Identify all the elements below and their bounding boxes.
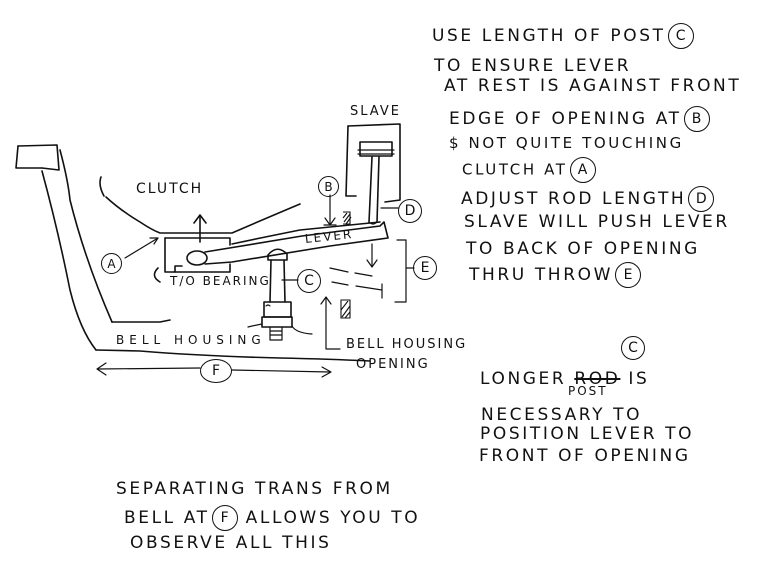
struck-word: ROD: [574, 369, 621, 389]
note-line-3: AT REST IS AGAINST FRONT: [444, 76, 742, 96]
ref-a: A: [569, 157, 596, 183]
bell-housing-wall: [15, 144, 371, 362]
footer-line-1: SEPARATING TRANS FROM: [116, 479, 393, 499]
callout-a: A: [101, 253, 122, 274]
to-bearing-label: T/O BEARING: [170, 274, 271, 288]
bell-housing-opening-label-line1: BELL HOUSING: [346, 337, 468, 352]
slave-cylinder: [345, 123, 401, 225]
lever: [204, 221, 389, 265]
callout-b: B: [318, 176, 339, 197]
secondary-ref-c: C: [621, 336, 645, 360]
secondary-line-1: LONGER ROD IS: [480, 369, 650, 389]
callout-d: D: [398, 199, 422, 223]
callout-e: E: [413, 256, 437, 280]
clutch-label: CLUTCH: [136, 181, 204, 197]
callout-f-dimension: [96, 362, 332, 378]
ref-e: E: [615, 262, 641, 288]
slave-label: SLAVE: [350, 104, 401, 119]
clutch-outline: [99, 176, 301, 234]
callout-c: C: [297, 269, 321, 293]
ref-b: B: [683, 106, 710, 132]
lever-throw-dashes: [329, 267, 383, 299]
ref-f: F: [211, 505, 238, 531]
callout-a-arrow: [124, 237, 159, 259]
callout-f: F: [200, 359, 232, 383]
note-line-9: TO BACK OF OPENING: [466, 239, 700, 259]
bell-housing-opening-label-line2: OPENING: [356, 357, 430, 372]
bell-housing-opening-arrow: [320, 296, 341, 350]
ref-c: C: [667, 23, 694, 49]
note-line-5: $ NOT QUITE TOUCHING: [449, 134, 684, 152]
adjustment-post: [247, 248, 313, 341]
secondary-line-3: POSITION LEVER TO: [480, 424, 695, 444]
secondary-line-4: FRONT OF OPENING: [479, 446, 691, 466]
footer-line-3: OBSERVE ALL THIS: [130, 533, 332, 553]
throwout-bearing: [153, 237, 231, 283]
bell-housing-label: BELL HOUSING: [116, 333, 266, 347]
callout-b-arrow: [323, 194, 337, 226]
note-line-8: SLAVE WILL PUSH LEVER: [464, 212, 730, 232]
callout-e-bracket: [394, 239, 415, 303]
note-line-2: TO ENSURE LEVER: [434, 56, 632, 76]
ref-d: D: [688, 186, 715, 212]
front-stop-hatch: [342, 211, 352, 225]
secondary-line-2: NECESSARY TO: [481, 405, 643, 425]
bell-housing-opening-hatch: [340, 299, 351, 319]
lever-throw-arrow: [366, 243, 378, 268]
secondary-insert: POST: [568, 384, 608, 398]
